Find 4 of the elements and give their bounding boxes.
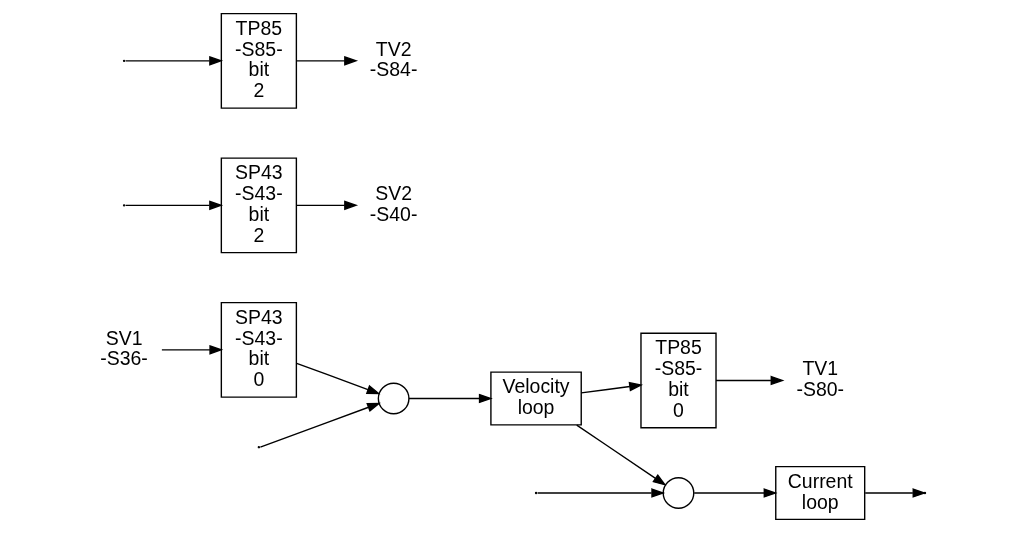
node-text: TV1 -S80- — [796, 357, 844, 400]
node-text: TV2 -S84- — [369, 37, 418, 81]
node-text: SV2 -S40- — [369, 182, 418, 225]
node-text: SV1 -S36- — [100, 326, 148, 370]
